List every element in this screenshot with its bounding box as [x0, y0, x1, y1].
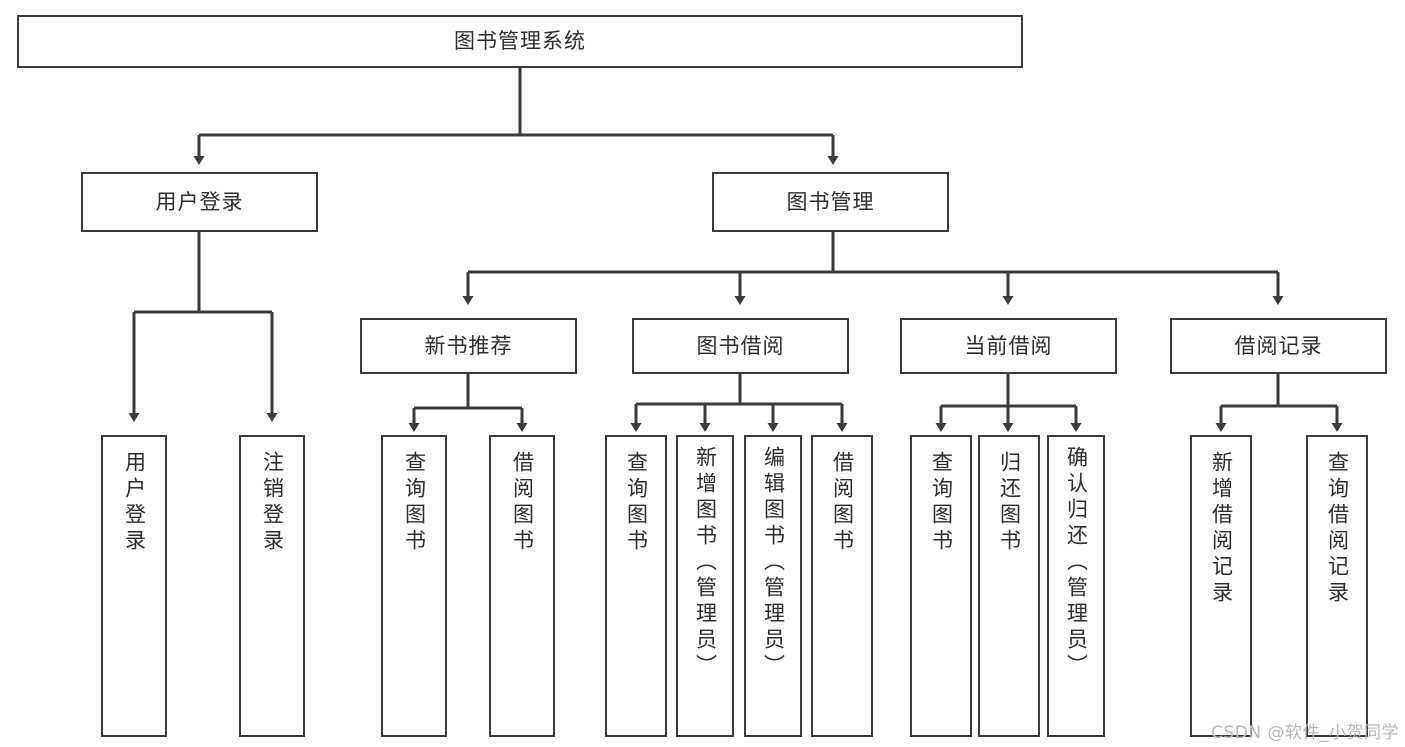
node-leaf-borrow-book-2[interactable]: 借阅图书: [811, 435, 873, 737]
node-user-login[interactable]: 用户登录: [81, 172, 318, 232]
node-borrow-record-label: 借阅记录: [1234, 333, 1323, 358]
node-leaf-query-book-2[interactable]: 查询图书: [605, 435, 667, 737]
node-leaf-logout-label: 注销登录: [260, 451, 285, 555]
node-leaf-add-book[interactable]: 新增图书（管理员）: [676, 435, 734, 737]
node-leaf-edit-book-label: 编辑图书（管理员）: [761, 446, 786, 680]
node-book-manage-label: 图书管理: [786, 189, 875, 214]
node-leaf-borrow-book-1-label: 借阅图书: [510, 451, 535, 555]
node-leaf-user-login-label: 用户登录: [122, 451, 147, 555]
node-leaf-return-book[interactable]: 归还图书: [978, 435, 1040, 737]
node-root-label: 图书管理系统: [454, 29, 586, 54]
node-leaf-add-book-label: 新增图书（管理员）: [693, 446, 718, 680]
node-book-borrow-label: 图书借阅: [696, 333, 785, 358]
node-current-borrow-label: 当前借阅: [964, 333, 1053, 358]
node-leaf-query-book-3[interactable]: 查询图书: [910, 435, 972, 737]
node-leaf-query-book-2-label: 查询图书: [624, 451, 649, 555]
node-book-borrow[interactable]: 图书借阅: [632, 318, 849, 374]
node-leaf-query-book-3-label: 查询图书: [929, 451, 954, 555]
node-leaf-query-book-1-label: 查询图书: [402, 451, 427, 555]
node-leaf-return-book-label: 归还图书: [997, 451, 1022, 555]
node-leaf-borrow-book-1[interactable]: 借阅图书: [489, 435, 555, 737]
csdn-watermark: CSDN @软件_小贺同学: [1211, 723, 1399, 743]
node-borrow-record[interactable]: 借阅记录: [1170, 318, 1387, 374]
node-leaf-user-login[interactable]: 用户登录: [101, 435, 167, 737]
node-leaf-logout[interactable]: 注销登录: [239, 435, 305, 737]
node-new-book-rec-label: 新书推荐: [424, 333, 513, 358]
node-leaf-query-record[interactable]: 查询借阅记录: [1306, 435, 1368, 737]
node-user-login-label: 用户登录: [155, 189, 244, 214]
node-leaf-borrow-book-2-label: 借阅图书: [830, 451, 855, 555]
node-new-book-rec[interactable]: 新书推荐: [360, 318, 577, 374]
node-current-borrow[interactable]: 当前借阅: [900, 318, 1117, 374]
node-leaf-query-record-label: 查询借阅记录: [1325, 451, 1350, 607]
node-leaf-confirm-return[interactable]: 确认归还（管理员）: [1047, 435, 1105, 737]
node-leaf-edit-book[interactable]: 编辑图书（管理员）: [744, 435, 802, 737]
node-leaf-confirm-return-label: 确认归还（管理员）: [1064, 446, 1089, 680]
node-leaf-add-record[interactable]: 新增借阅记录: [1190, 435, 1252, 737]
node-root[interactable]: 图书管理系统: [17, 15, 1023, 68]
node-leaf-query-book-1[interactable]: 查询图书: [381, 435, 447, 737]
node-leaf-add-record-label: 新增借阅记录: [1209, 451, 1234, 607]
node-book-manage[interactable]: 图书管理: [712, 172, 949, 232]
